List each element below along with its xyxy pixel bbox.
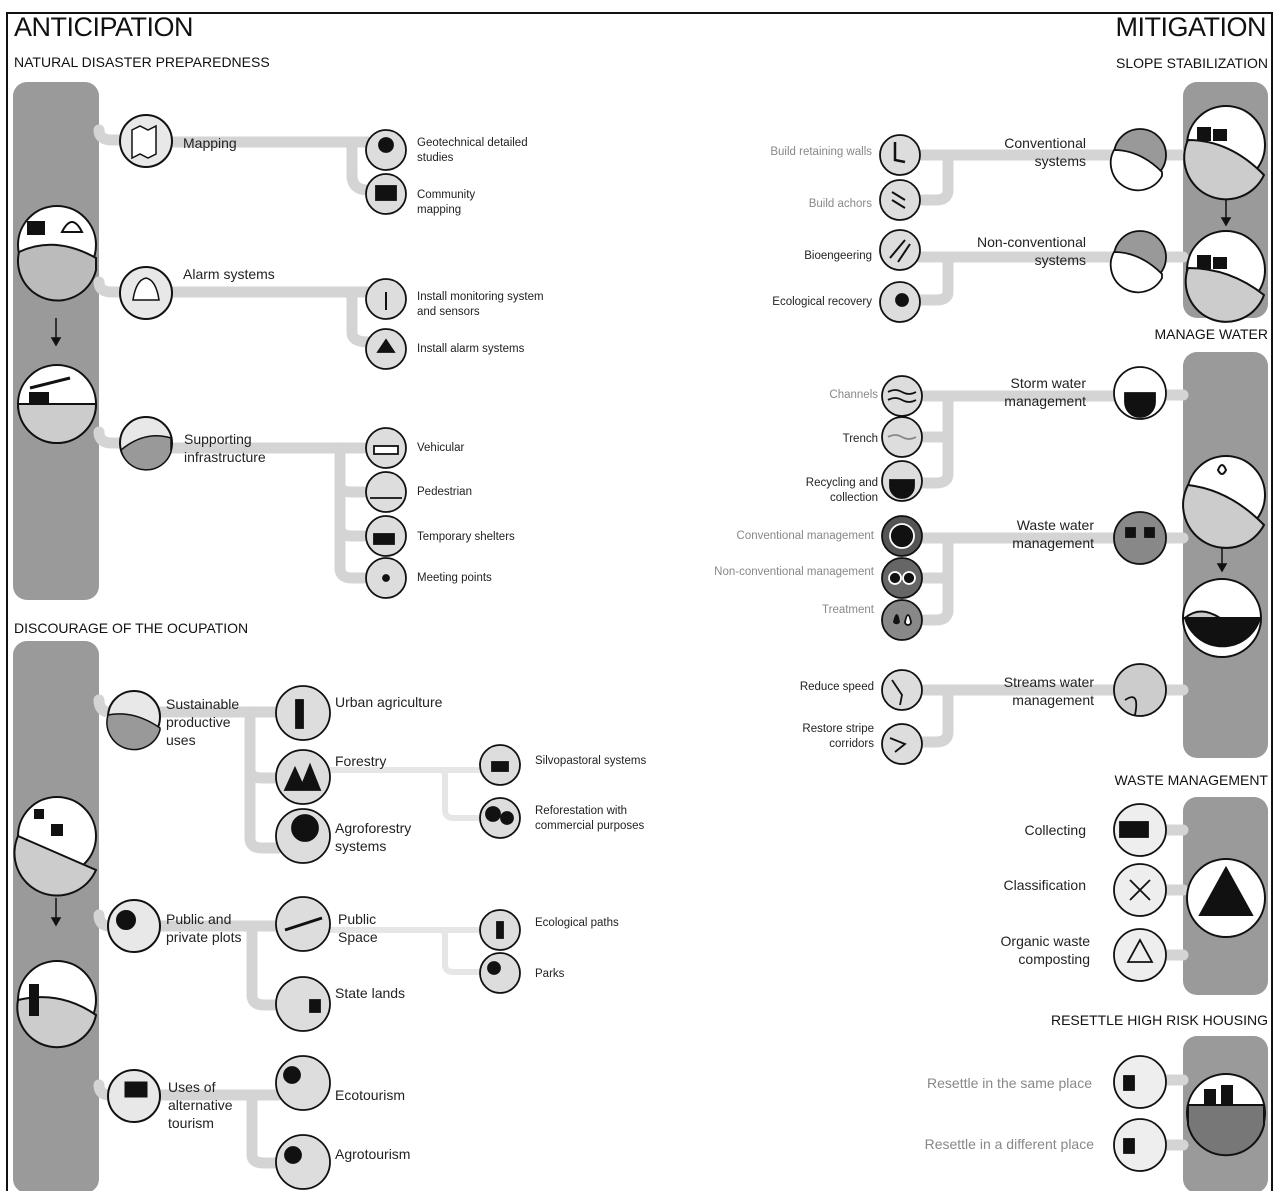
supporting-infrastructure-label: Supporting infrastructure (184, 431, 266, 465)
shelter-icon (16, 364, 98, 444)
forestry-label: Forestry (335, 753, 387, 769)
resettle-different-icon (1113, 1118, 1167, 1172)
item-icons-right (879, 128, 1167, 1172)
connectors-light (325, 767, 487, 975)
forest-icon (275, 749, 331, 805)
slope-stabilization-title: SLOPE STABILIZATION (1116, 55, 1268, 71)
ecotourism-label: Ecotourism (335, 1087, 406, 1103)
anchors-label: Build achors (808, 198, 872, 210)
bioengineering-icon (879, 229, 921, 271)
sustainable-uses-label: Sustainable productive uses (166, 696, 240, 748)
outer-border (6, 12, 1273, 1191)
waste-management-title: WASTE MANAGEMENT (1114, 772, 1269, 788)
state-lands-label: State lands (335, 985, 406, 1001)
large-icons-right (1182, 105, 1266, 1157)
reforestation-label: Reforestation with commercial purposes (535, 805, 645, 832)
slope-after-icon (1184, 230, 1266, 323)
silvopastoral-label: Silvopastoral systems (535, 755, 647, 767)
rain-slope-icon (1182, 455, 1266, 549)
community-mapping-label: Community mapping (417, 189, 476, 216)
channels-label: Channels (829, 389, 878, 401)
disaster-preparedness-title: NATURAL DISASTER PREPAREDNESS (14, 54, 270, 70)
pedestrian-icon (365, 471, 407, 513)
urban-agriculture-label: Urban agriculture (335, 694, 443, 710)
collecting-label: Collecting (1024, 822, 1086, 838)
pedestrian-label: Pedestrian (417, 486, 472, 498)
mapping-label: Mapping (183, 135, 237, 151)
monitoring-system-label: Install monitoring system and sensors (417, 291, 544, 318)
treatment-label: Treatment (822, 604, 874, 616)
retaining-walls-label: Build retaining walls (770, 146, 872, 158)
classification-label: Classification (1003, 877, 1086, 893)
resettle-same-label: Resettle in the same place (927, 1075, 1092, 1091)
restore-corridors-label: Restore stripe corridors (802, 723, 874, 750)
ecological-recovery-label: Ecological recovery (772, 296, 872, 308)
farmer-icon (16, 960, 98, 1049)
waste-water-icon (1113, 511, 1167, 565)
recycling-label: Recycling and collection (805, 477, 878, 504)
mitigation-heading: MITIGATION (1115, 12, 1267, 42)
agrotourism-icon (275, 1134, 331, 1190)
stripe-corridor-icon (881, 723, 923, 765)
item-icons-left (275, 129, 521, 1190)
channels-icon (881, 375, 923, 417)
anticipation-heading: ANTICIPATION (14, 12, 194, 42)
geotechnical-studies-label: Geotechnical detailed studies (417, 137, 528, 164)
resettle-title: RESETTLE HIGH RISK HOUSING (1050, 1012, 1268, 1028)
reduce-speed-label: Reduce speed (799, 681, 874, 693)
alarm-systems-label: Alarm systems (183, 266, 275, 282)
panel-water (1183, 352, 1268, 758)
temporary-shelters-label: Temporary shelters (417, 531, 515, 543)
storm-house-icon (16, 205, 97, 302)
conventional-management-label: Conventional management (736, 530, 874, 542)
nonconventional-water-icon (881, 557, 923, 599)
large-icons-left (13, 205, 98, 1049)
rockfall-icon (13, 796, 98, 897)
resettle-icon (1186, 1073, 1266, 1157)
treatment-icon (881, 599, 923, 641)
resettle-different-label: Resettle in a different place (924, 1136, 1094, 1152)
panel-arrows (50, 198, 1232, 927)
anchor-icon (879, 179, 921, 221)
manage-water-title: MANAGE WATER (1154, 326, 1268, 342)
category-icons-left (106, 114, 173, 1123)
public-space-label: Public Space (338, 911, 378, 945)
streams-water-icon (1113, 663, 1167, 717)
meeting-points-label: Meeting points (417, 572, 492, 584)
nonconventional-management-label: Non-conventional management (714, 566, 874, 578)
reduce-speed-icon (881, 669, 923, 711)
alternative-tourism-label: Uses of alternative tourism (168, 1079, 233, 1131)
trench-label: Trench (842, 433, 878, 445)
alarm-install-label: Install alarm systems (417, 343, 525, 355)
reforestation-icon (479, 797, 521, 839)
composting-label: Organic waste composting (1000, 933, 1090, 967)
ecotourism-icon (275, 1055, 331, 1111)
vehicular-label: Vehicular (417, 442, 465, 454)
conventional-systems-label: Conventional systems (1004, 135, 1086, 169)
storm-water-label: Storm water management (1004, 375, 1086, 409)
connectors-disaster (93, 124, 374, 584)
public-private-plots-label: Public and private plots (166, 911, 242, 945)
nonconventional-systems-label: Non-conventional systems (977, 234, 1086, 268)
retaining-wall-icon (879, 134, 921, 176)
park-icon (479, 952, 521, 994)
agroforestry-label: Agroforestry systems (335, 820, 412, 854)
resettle-same-icon (1113, 1055, 1167, 1109)
rain-collected-icon (1182, 578, 1262, 658)
bioengineering-label: Bioengeering (804, 250, 872, 262)
parks-label: Parks (535, 968, 565, 980)
connectors-mitigation (914, 149, 1189, 1151)
slope-before-icon (1183, 105, 1266, 201)
ecological-paths-label: Ecological paths (535, 917, 619, 929)
recycle-icon (1113, 928, 1167, 982)
agrotourism-label: Agrotourism (335, 1146, 411, 1162)
waste-water-label: Waste water management (1012, 517, 1094, 551)
discourage-title: DISCOURAGE OF THE OCUPATION (14, 620, 249, 636)
garbage-bag-icon (1186, 858, 1266, 938)
state-lands-icon (275, 976, 331, 1032)
streams-water-label: Streams water management (1003, 674, 1094, 708)
